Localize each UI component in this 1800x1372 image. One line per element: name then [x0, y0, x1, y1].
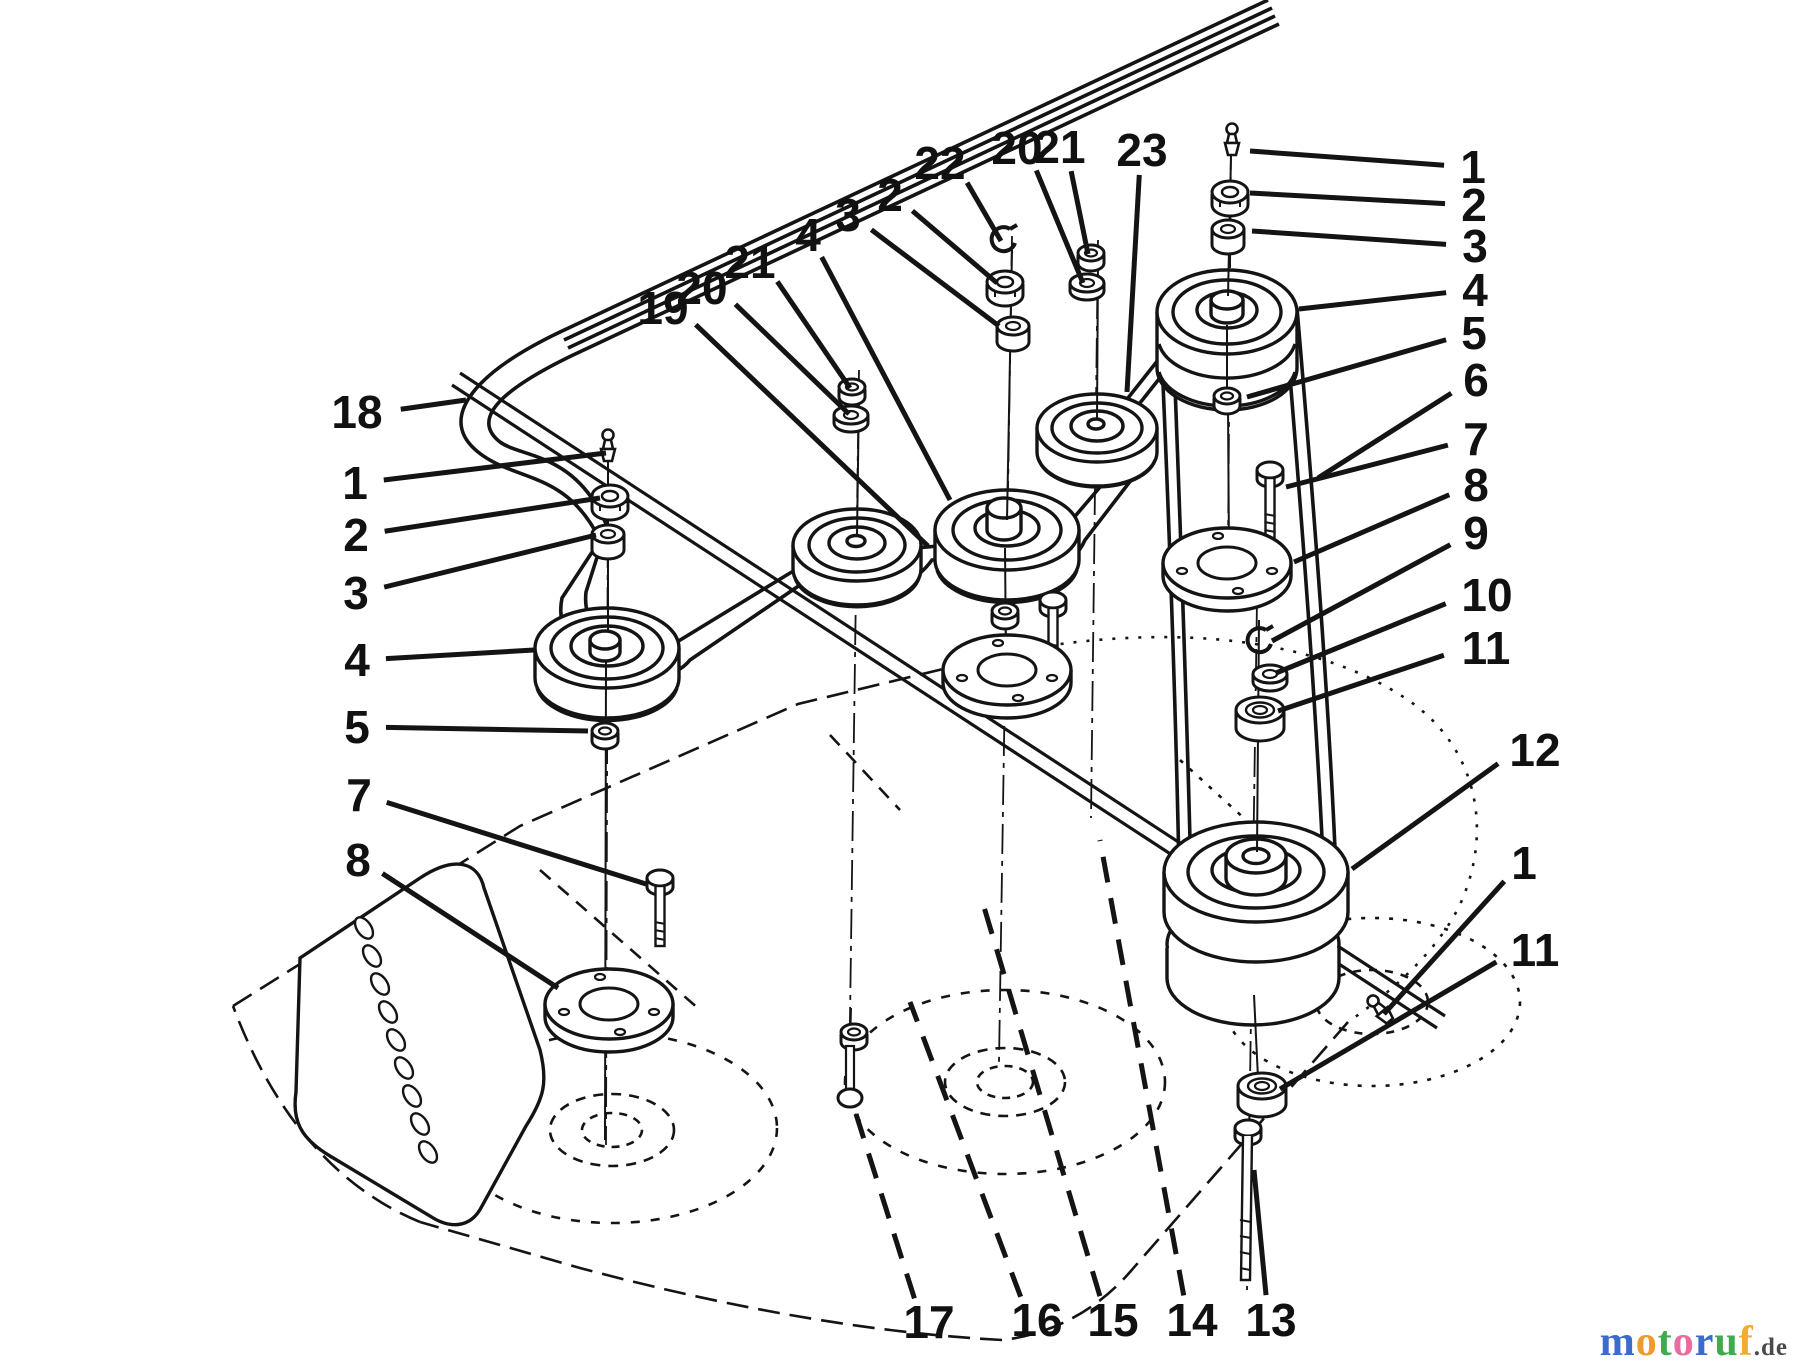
- pulley-left-spindle: [533, 606, 681, 723]
- leader-line-4: [1298, 290, 1447, 312]
- watermark-letter: o: [1635, 1319, 1658, 1365]
- leader-line-2: [1249, 190, 1446, 207]
- leader-line-20: [1034, 169, 1086, 284]
- leader-line-8: [1293, 492, 1451, 565]
- callout-7: 7: [346, 769, 372, 821]
- callout-13: 13: [1245, 1294, 1296, 1346]
- discharge-baffle: [293, 862, 546, 1227]
- callout-3: 3: [343, 567, 369, 619]
- watermark-suffix: .de: [1753, 1334, 1788, 1361]
- callout-1: 1: [1511, 837, 1537, 889]
- callout-4: 4: [1462, 264, 1488, 316]
- watermark-letter: t: [1657, 1319, 1673, 1365]
- callout-4: 4: [344, 634, 370, 686]
- callout-10: 10: [1461, 569, 1512, 621]
- leader-line-10: [1275, 601, 1447, 676]
- leader-line-2: [384, 495, 601, 534]
- leader-line-8: [381, 871, 560, 991]
- watermark-letter: o: [1672, 1319, 1695, 1365]
- leader-line-20: [733, 302, 851, 416]
- leader-line-7: [385, 800, 647, 887]
- callout-1: 1: [1460, 141, 1486, 193]
- pulley-12: [1162, 820, 1350, 1027]
- leader-line-14: [1097, 839, 1187, 1296]
- hardware: [543, 122, 1397, 1282]
- leader-line-9: [1270, 542, 1452, 644]
- leader-line-5: [385, 724, 589, 734]
- callout-21: 21: [1034, 121, 1085, 173]
- callout-2: 2: [1461, 179, 1487, 231]
- callout-11: 11: [1511, 924, 1560, 976]
- leader-line-16: [907, 1001, 1024, 1298]
- callout-1: 1: [342, 457, 368, 509]
- leader-line-3: [1251, 228, 1447, 247]
- callout-12: 12: [1509, 724, 1560, 776]
- pulley-center-spindle: [933, 488, 1081, 605]
- bolt-17: [836, 1022, 869, 1109]
- leader-line-1: [1382, 879, 1507, 1016]
- callout-20: 20: [991, 122, 1042, 174]
- callout-23: 23: [1116, 124, 1167, 176]
- watermark-letter: r: [1694, 1319, 1715, 1365]
- leader-line-3: [869, 227, 1001, 328]
- callout-2: 2: [877, 169, 903, 221]
- callout-14: 14: [1166, 1294, 1218, 1346]
- leader-line-13: [1251, 1169, 1269, 1296]
- leader-line-19: [694, 322, 930, 548]
- callout-16: 16: [1011, 1294, 1062, 1346]
- leader-line-12: [1350, 761, 1500, 872]
- callout-19: 19: [637, 282, 688, 334]
- leader-line-21: [775, 280, 853, 390]
- leader-line-4: [385, 647, 535, 662]
- leader-line-11: [1277, 652, 1445, 714]
- pulley-idler-center-left: [791, 507, 923, 609]
- callout-5: 5: [1461, 307, 1487, 359]
- callout-3: 3: [1462, 220, 1488, 272]
- leader-line-21: [1068, 170, 1091, 255]
- leader-line-11: [1278, 959, 1498, 1092]
- leader-line-5: [1246, 337, 1447, 400]
- callout-8: 8: [1463, 459, 1489, 511]
- callout-11: 11: [1462, 622, 1511, 674]
- leader-line-2: [910, 208, 999, 285]
- leader-line-6: [1316, 391, 1453, 481]
- leader-line-1: [1249, 148, 1445, 168]
- leader-line-1: [383, 450, 607, 483]
- callout-18: 18: [331, 386, 382, 438]
- leader-line-18: [400, 397, 467, 412]
- watermark-letter: u: [1714, 1319, 1739, 1365]
- leader-line-4: [819, 255, 953, 502]
- leader-line-17: [853, 1113, 917, 1300]
- pulleys: [533, 268, 1350, 1027]
- callout-7: 7: [1463, 413, 1489, 465]
- callout-15: 15: [1087, 1294, 1138, 1346]
- callout-2: 2: [343, 509, 369, 561]
- callout-6: 6: [1463, 354, 1489, 406]
- watermark-letter: m: [1599, 1319, 1636, 1365]
- grease-fitting: [599, 428, 617, 463]
- watermark-logo: motoruf.de: [1600, 1318, 1788, 1366]
- callout-3: 3: [835, 189, 861, 241]
- leader-line-22: [964, 181, 1004, 243]
- callout-9: 9: [1463, 507, 1489, 559]
- callout-5: 5: [344, 701, 370, 753]
- pulley-idler-23: [1035, 392, 1159, 489]
- leader-line-23: [1124, 174, 1142, 393]
- callout-21: 21: [724, 236, 775, 288]
- callout-8: 8: [345, 834, 371, 886]
- callout-22: 22: [914, 137, 965, 189]
- leader-line-15: [981, 906, 1103, 1297]
- bolt-13: [1233, 1118, 1263, 1282]
- leader-line-3: [383, 532, 597, 590]
- watermark-letter: f: [1738, 1319, 1754, 1365]
- callout-17: 17: [903, 1296, 954, 1348]
- callout-20: 20: [676, 262, 727, 314]
- callout-4: 4: [795, 209, 821, 261]
- leader-line-7: [1285, 442, 1449, 490]
